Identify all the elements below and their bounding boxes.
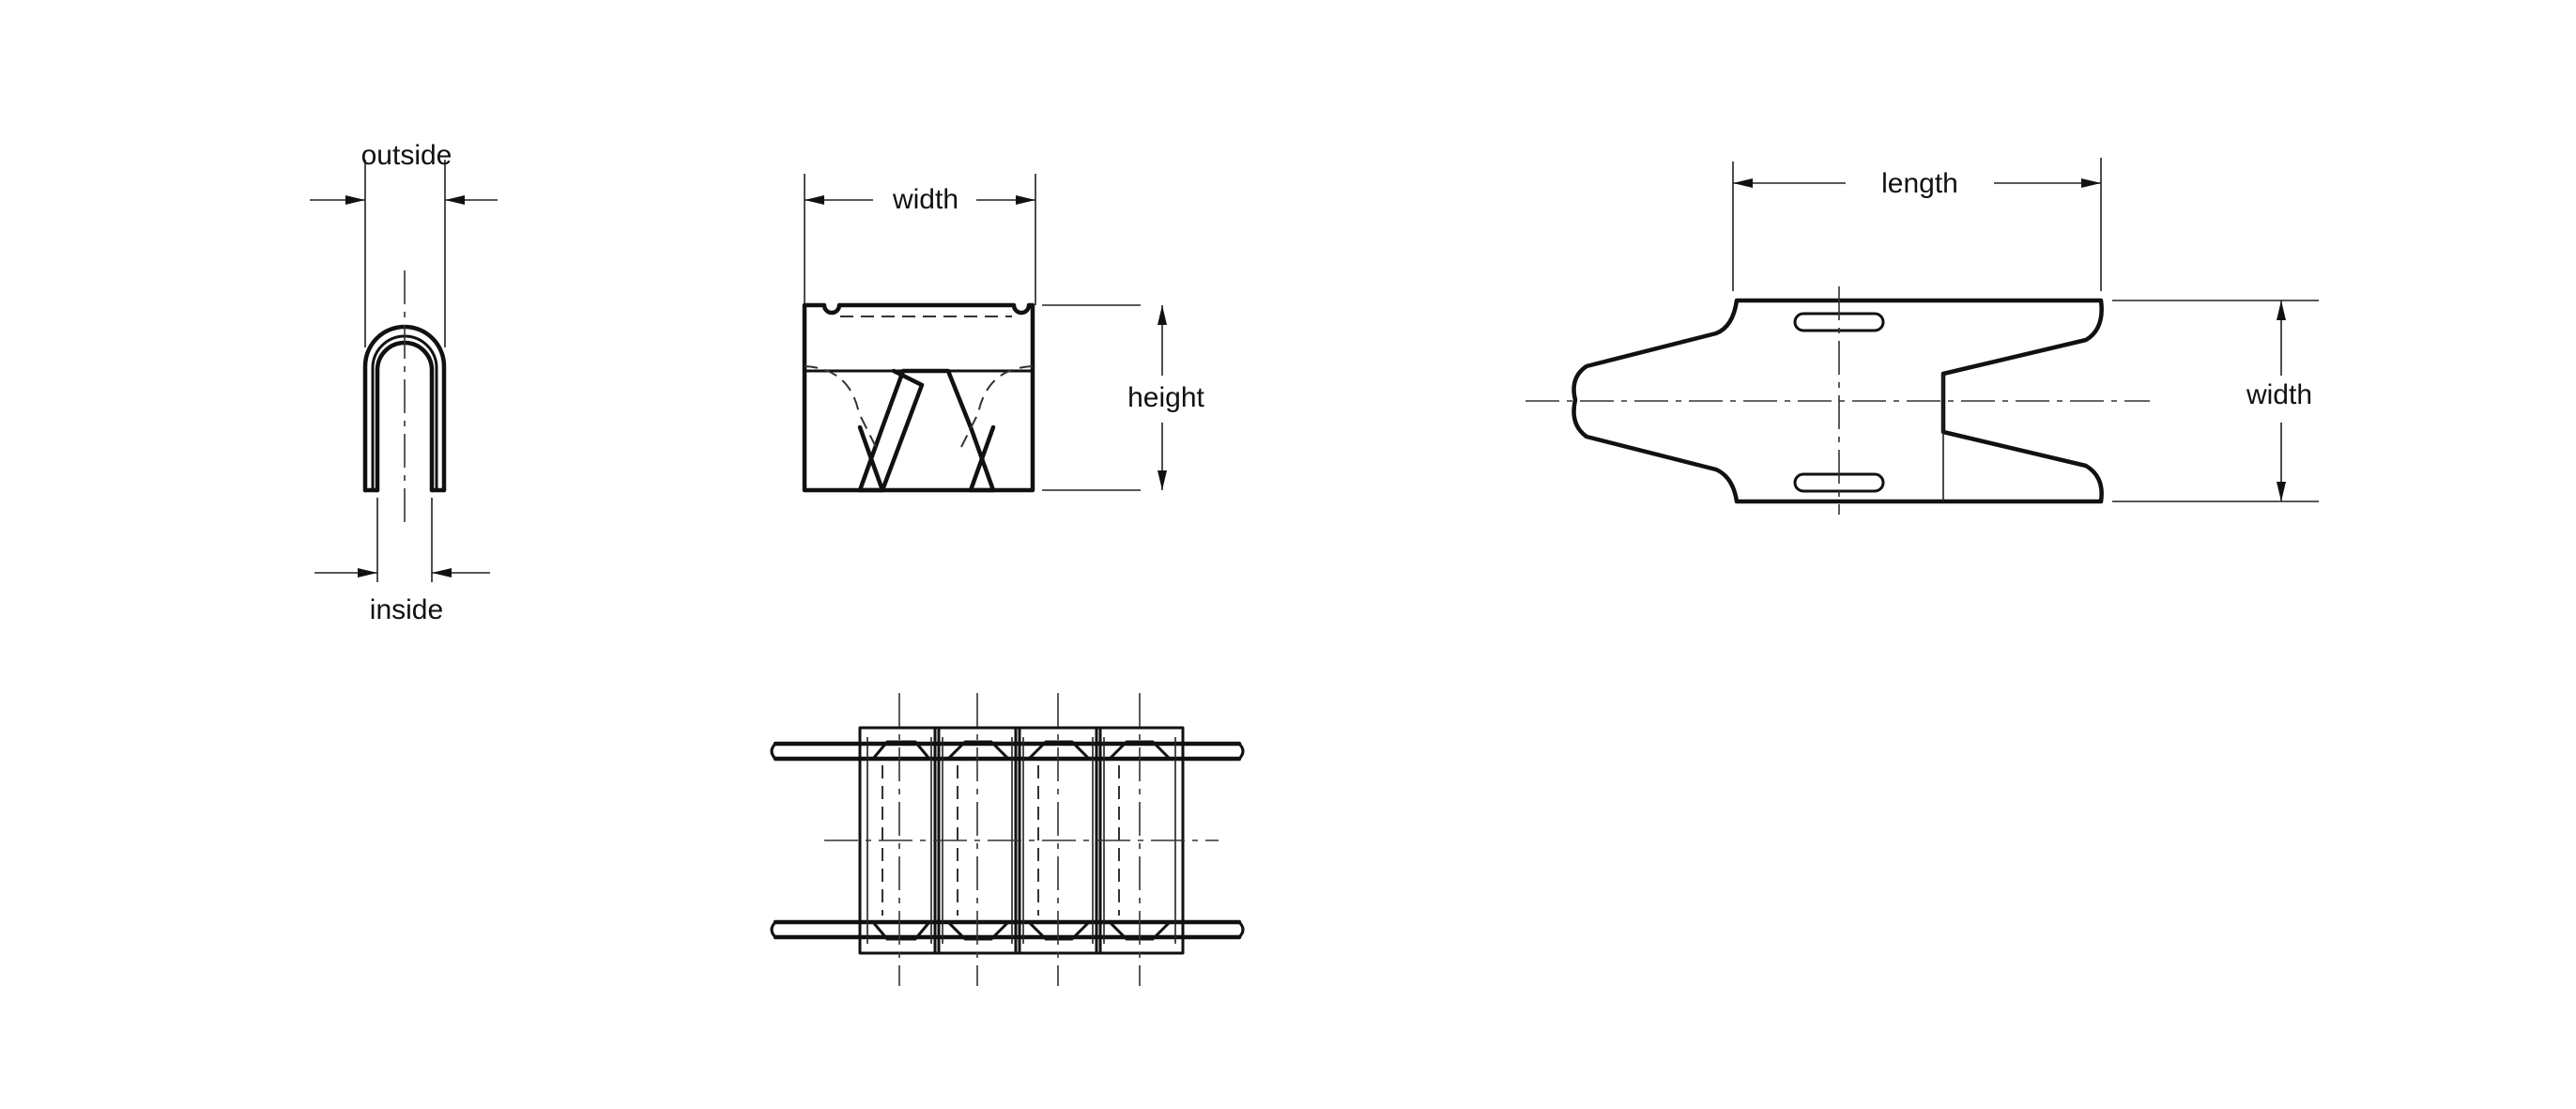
assembly-rod-bottom-end-left: [770, 920, 777, 939]
plate-length-arrow-left: [1733, 178, 1753, 188]
clip-2-bottom-notch: [946, 920, 1010, 941]
assembly-rod-bottom-end-right: [1237, 920, 1245, 939]
assembly-rod-top-end-left: [770, 742, 777, 761]
inside-arrow-left: [358, 568, 377, 578]
front-width-label: width: [892, 184, 958, 215]
front-height-arrow-bottom: [1158, 470, 1167, 490]
front-height-arrow-top: [1158, 305, 1167, 325]
clip-1-top-notch: [871, 740, 931, 760]
plate-width-arrow-bottom: [2277, 482, 2286, 501]
inside-arrow-right: [432, 568, 452, 578]
front-width-arrow-right: [1016, 195, 1035, 205]
assembly-view: [770, 693, 1245, 986]
front-leg-cross: [857, 424, 996, 493]
plate-length-arrow-right: [2081, 178, 2101, 188]
outside-arrow-right: [445, 195, 465, 205]
front-hidden-curve-left: [804, 365, 879, 452]
front-hidden-curve-right: [958, 365, 1034, 452]
front-body-outline: [802, 302, 1035, 493]
outside-label: outside: [361, 140, 452, 171]
assembly-rod-top-end-right: [1237, 742, 1245, 761]
clip-2-top-notch: [946, 740, 1010, 761]
u-clip-view: outside inside: [310, 140, 498, 625]
plate-width-arrow-top: [2277, 300, 2286, 320]
outside-arrow-left: [345, 195, 365, 205]
plate-length-label: length: [1881, 168, 1958, 199]
clip-3-top-notch: [1027, 740, 1091, 761]
front-width-arrow-left: [805, 195, 824, 205]
inside-label: inside: [370, 594, 443, 625]
clip-3-bottom-notch: [1027, 920, 1091, 941]
plate-view: length width: [1526, 158, 2319, 515]
front-view: width height: [802, 174, 1205, 493]
u-clip-inner: [375, 340, 435, 493]
plate-outline: [1572, 298, 2104, 504]
plate-width-label: width: [2246, 379, 2312, 410]
clip-4-top-notch: [1108, 740, 1172, 761]
clip-1-bottom-notch: [871, 921, 931, 941]
front-height-label: height: [1127, 382, 1204, 413]
front-leg-center: [857, 368, 996, 493]
front-leg-left-a: [857, 368, 925, 493]
